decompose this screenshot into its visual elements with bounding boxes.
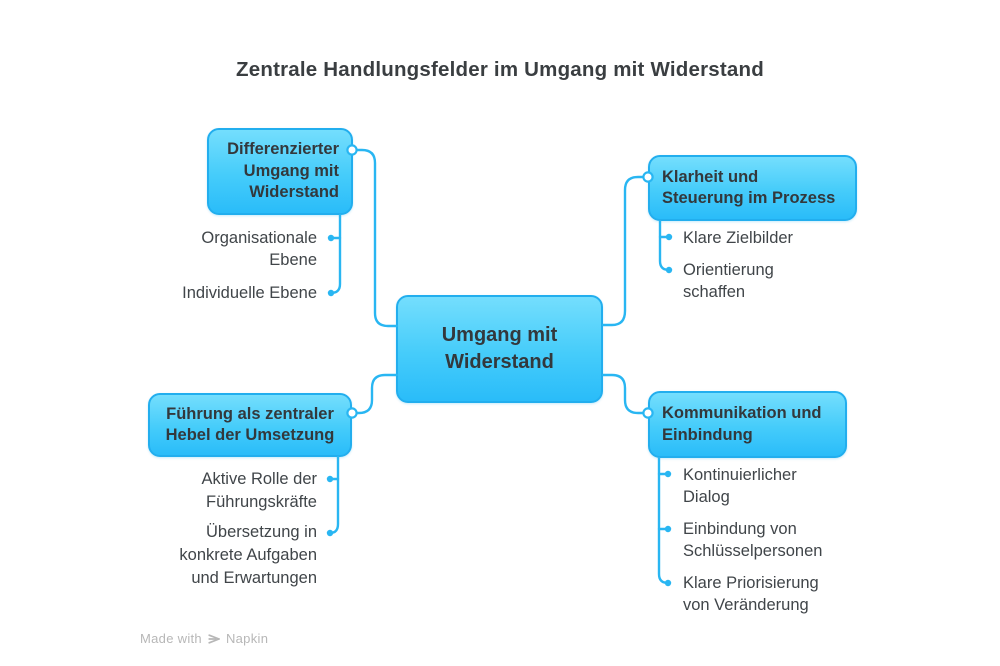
dot-orientierung [665, 266, 673, 274]
branchline-topleft [329, 213, 342, 295]
diagram-title: Zentrale Handlungsfelder im Umgang mit W… [236, 58, 764, 81]
center-node-label: Widerstand [445, 351, 554, 373]
branch-node-label: Hebel der Umsetzung [165, 426, 335, 444]
connector-center-to-bottomright [601, 373, 650, 415]
leaf-item-klare-priorisierung: Klare Priorisierung von Veränderung [683, 574, 819, 614]
dot-zielbilder [665, 233, 673, 241]
branch-node-fuehrung-hebel: Führung als zentraler Hebel der Umsetzun… [148, 393, 352, 457]
branchline-topright [658, 219, 671, 272]
watermark-brand: Napkin [225, 631, 269, 646]
branch-node-label: Führung als zentraler [166, 404, 334, 423]
leaf-item-individuelle-ebene: Individuelle Ebene [182, 284, 317, 302]
leaf-item-orientierung-schaffen: Orientierung schaffen [683, 261, 774, 301]
branchline-bottomleft [328, 455, 340, 535]
center-node-label: Umgang mit [441, 324, 558, 346]
branch-node-label: Differenzierter [227, 140, 339, 159]
dot-aktive-rolle [326, 475, 334, 483]
leaf-item-einbindung-schluesselpersonen: Einbindung von Schlüsselpersonen [683, 520, 823, 560]
dot-einbindung [664, 525, 672, 533]
dot-organisationale [327, 234, 335, 242]
napkin-logo-icon [208, 633, 220, 644]
leaf-dots [326, 233, 673, 587]
branch-node-klarheit-steuerung: Klarheit und Steuerung im Prozess [648, 155, 857, 221]
watermark: Made with Napkin [140, 631, 268, 646]
branch-node-label: Umgang mit [243, 161, 339, 180]
connector-center-to-topright [601, 175, 650, 327]
branch-node-kommunikation-einbindung: Kommunikation und Einbindung [648, 391, 847, 458]
leaf-item-klare-zielbilder: Klare Zielbilder [683, 229, 794, 247]
connector-topleft-to-center [350, 148, 399, 328]
watermark-prefix: Made with [140, 631, 202, 646]
dot-individuelle [327, 289, 335, 297]
branch-node-label: Klarheit und [662, 167, 759, 186]
leaf-item-uebersetzung-aufgaben: Übersetzung in konkrete Aufgaben und Erw… [179, 523, 317, 587]
branch-node-label: Widerstand [249, 183, 339, 202]
leaf-item-aktive-rolle: Aktive Rolle der Führungskräfte [201, 470, 317, 511]
branchline-bottomright [657, 456, 670, 585]
branch-node-label: Einbindung [662, 425, 753, 444]
dot-dialog [664, 470, 672, 478]
branch-node-differenzierter-umgang: Differenzierter Umgang mit Widerstand [207, 128, 353, 215]
dot-uebersetzung [326, 529, 334, 537]
branch-node-label: Kommunikation und [662, 404, 822, 422]
dot-priorisierung [664, 579, 672, 587]
leaf-item-kontinuierlicher-dialog: Kontinuierlicher Dialog [683, 466, 797, 506]
center-node: Umgang mit Widerstand [396, 295, 603, 403]
leaf-item-organisationale-ebene: Organisationale Ebene [201, 229, 317, 269]
branch-node-label: Steuerung im Prozess [662, 189, 836, 207]
connector-bottomleft-to-center [350, 373, 399, 415]
